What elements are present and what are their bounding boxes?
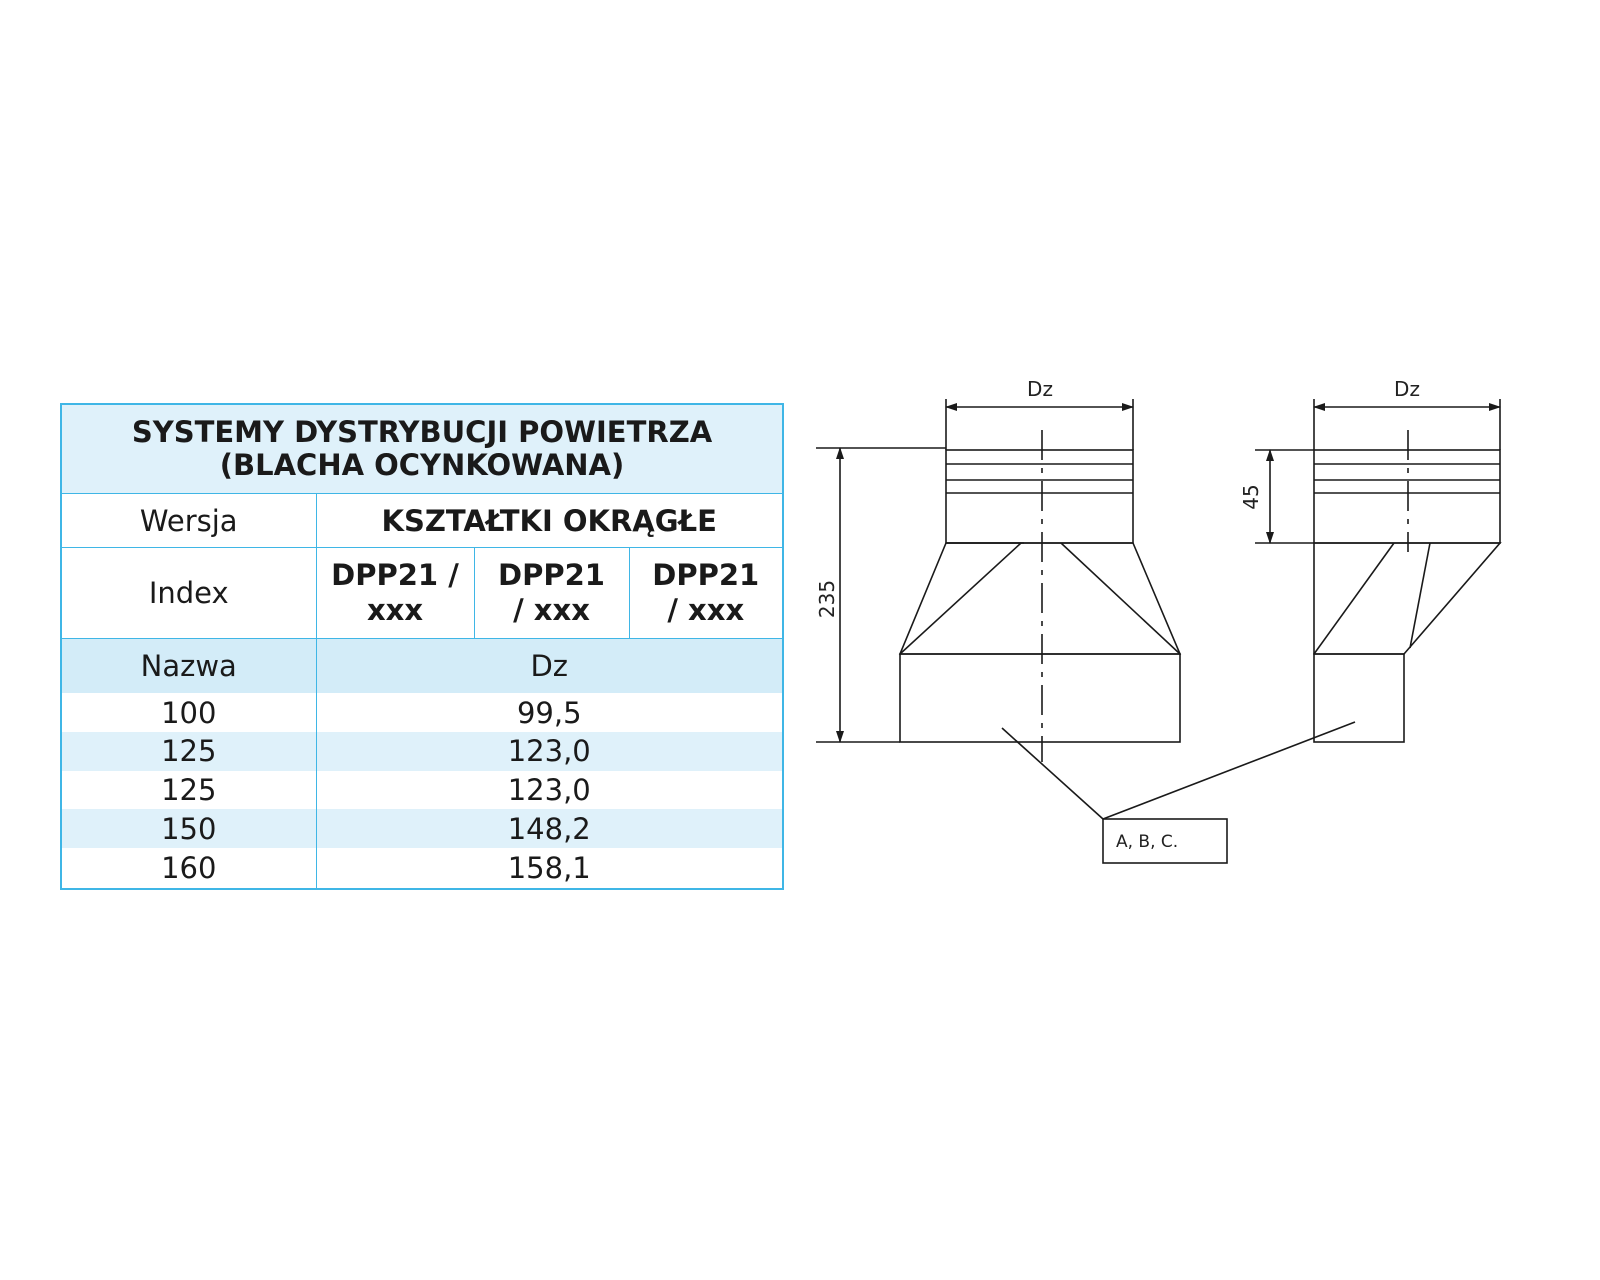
- index-code-3: DPP21 / xxx: [628, 547, 784, 639]
- right-dz-label: Dz: [1394, 377, 1420, 401]
- table-row-nazwa: 100: [60, 693, 317, 733]
- table-row-nazwa: 160: [60, 848, 317, 889]
- wersja-label: Wersja: [60, 493, 317, 549]
- note-label: A, B, C.: [1116, 832, 1178, 852]
- table-row-nazwa: 150: [60, 809, 317, 849]
- left-fitting: [816, 399, 1182, 762]
- leader-line-right: [1102, 721, 1356, 820]
- table-row-dz: 99,5: [315, 693, 784, 733]
- wersja-value: KSZTAŁTKI OKRĄGŁE: [315, 493, 784, 549]
- dz-label: Dz: [315, 637, 784, 694]
- index-code-1-line1: DPP21 /: [331, 557, 459, 592]
- height-label: 235: [815, 580, 839, 618]
- note-box: [1102, 818, 1228, 864]
- index-code-3-line2: / xxx: [667, 592, 745, 627]
- index-code-1: DPP21 / xxx: [315, 547, 475, 639]
- index-code-2-line1: DPP21: [498, 557, 605, 592]
- table-row-dz: 148,2: [315, 809, 784, 849]
- table-title-line2: (BLACHA OCYNKOWANA): [219, 448, 625, 483]
- dimension-table: SYSTEMY DYSTRYBUCJI POWIETRZA (BLACHA OC…: [60, 403, 785, 890]
- table-row-nazwa: 125: [60, 732, 317, 771]
- table-row-dz: 123,0: [315, 732, 784, 771]
- collar-label: 45: [1239, 484, 1263, 509]
- table-title-line1: SYSTEMY DYSTRYBUCJI POWIETRZA: [131, 415, 713, 450]
- nazwa-label: Nazwa: [60, 637, 317, 694]
- index-code-2: DPP21 / xxx: [473, 547, 630, 639]
- table-row-dz: 158,1: [315, 848, 784, 889]
- index-code-3-line1: DPP21: [652, 557, 760, 592]
- leader-line-left: [1001, 727, 1104, 820]
- index-code-1-line2: xxx: [366, 592, 424, 627]
- table-row-nazwa: 125: [60, 770, 317, 810]
- table-row-dz: 123,0: [315, 770, 784, 810]
- table-title: SYSTEMY DYSTRYBUCJI POWIETRZA (BLACHA OC…: [60, 403, 784, 495]
- left-dz-label: Dz: [1027, 377, 1053, 401]
- index-code-2-line2: / xxx: [513, 592, 590, 627]
- right-fitting: [1255, 399, 1502, 743]
- index-label: Index: [60, 547, 317, 639]
- technical-drawing: Dz Dz 235 45 A, B, C.: [815, 377, 1502, 864]
